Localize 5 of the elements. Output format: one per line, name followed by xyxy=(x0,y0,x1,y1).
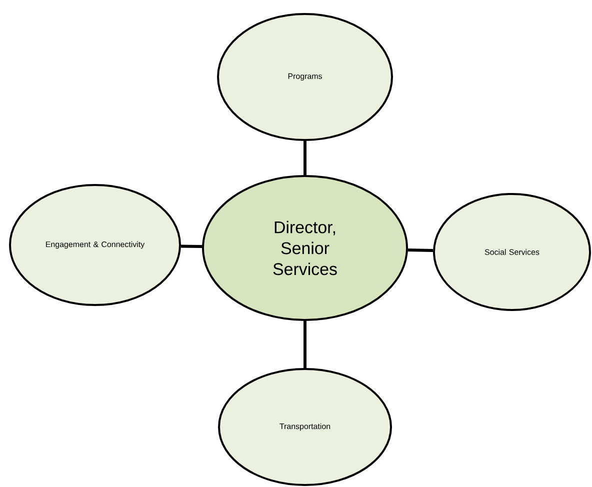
connector-line xyxy=(180,244,202,248)
connector-line xyxy=(408,248,434,252)
connector-line xyxy=(304,140,306,175)
ellipse-node: Director, Senior Services xyxy=(202,174,408,321)
connector-line xyxy=(304,320,306,368)
